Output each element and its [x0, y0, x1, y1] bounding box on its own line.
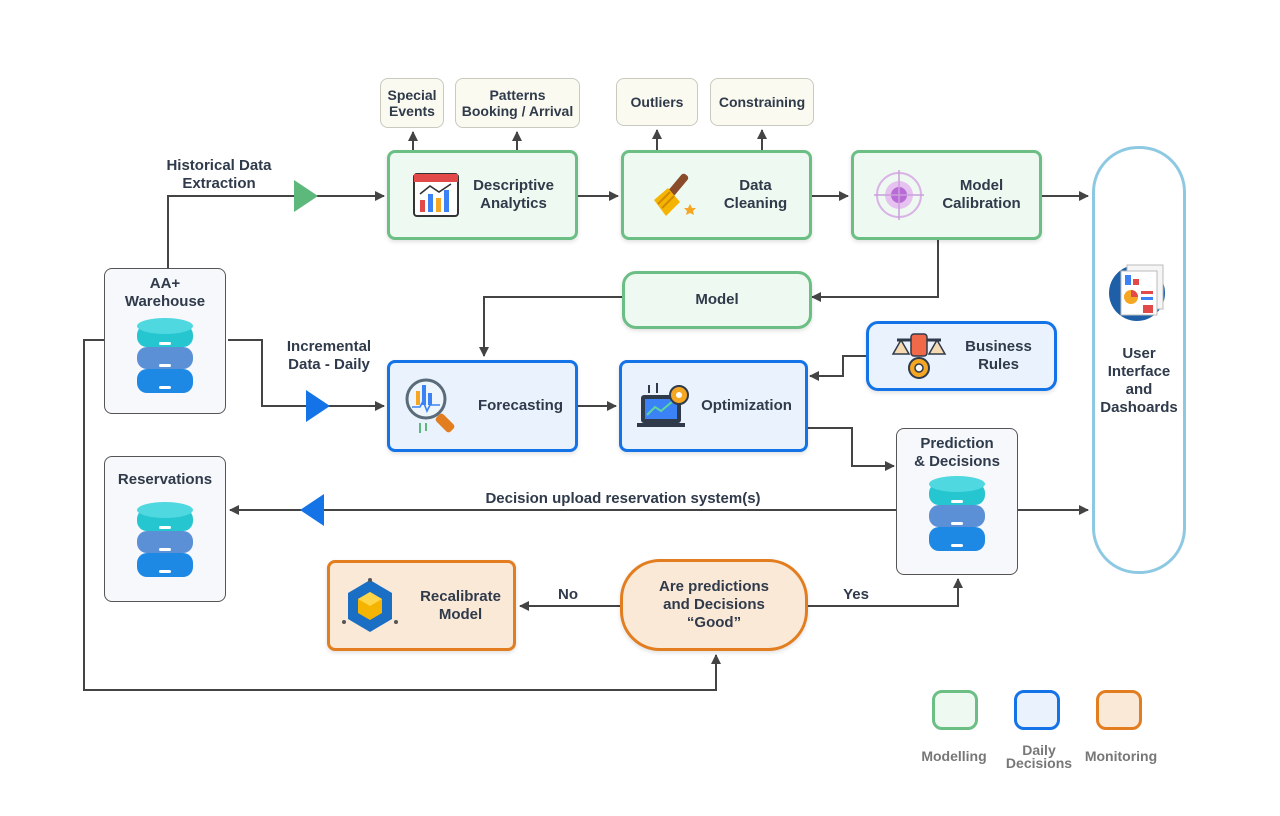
- note-special-events: Special Events: [380, 78, 444, 128]
- note-special-events-label: Special Events: [387, 87, 437, 119]
- warehouse-label: AA+ Warehouse: [124, 275, 206, 310]
- decision-question-box: Are predictions and Decisions “Good”: [620, 559, 808, 651]
- note-outliers-label: Outliers: [630, 94, 684, 110]
- warehouse-store: AA+ Warehouse: [104, 268, 226, 414]
- broom-icon: [653, 173, 696, 216]
- optimization-dashboard-icon: [637, 383, 690, 427]
- optimization-to-prediction: [808, 427, 895, 471]
- recalibrate-model-label: Recalibrate Model: [420, 587, 501, 623]
- database-icon: [929, 476, 985, 551]
- incremental-triangle: [306, 390, 330, 422]
- optimization-box: Optimization: [619, 360, 808, 452]
- data-cleaning-box: Data Cleaning: [621, 150, 812, 240]
- model-calibration-label: Model Calibration: [942, 177, 1021, 212]
- prediction-label: Prediction & Decisions: [914, 435, 1000, 470]
- data-cleaning-label: Data Cleaning: [723, 177, 788, 212]
- business-rules-label: Business Rules: [965, 338, 1032, 373]
- legend-modelling-swatch: [932, 690, 978, 730]
- forecasting-box: Forecasting: [387, 360, 578, 452]
- upload-triangle: [300, 494, 324, 526]
- optimization-label: Optimization: [701, 397, 792, 414]
- model-box: Model: [622, 271, 812, 329]
- dashboard-icon: [1109, 264, 1165, 321]
- forecast-magnifier-icon: [405, 378, 455, 433]
- rules-to-optimization: [809, 355, 866, 381]
- note-patterns-label: Patterns Booking / Arrival: [461, 87, 574, 119]
- yes-label: Yes: [843, 586, 869, 603]
- legend-modelling-label: Modelling: [921, 748, 987, 764]
- legend-daily-swatch: [1014, 690, 1060, 730]
- prediction-store: Prediction & Decisions: [896, 428, 1018, 575]
- ui-dashboard-panel: User Interface and Dashoards: [1092, 146, 1186, 574]
- decision-question-label: Are predictions and Decisions “Good”: [658, 578, 770, 631]
- scales-gear-icon: [891, 333, 947, 379]
- target-icon: [874, 170, 925, 220]
- yes-connector: [808, 578, 963, 607]
- reservations-store: Reservations: [104, 456, 226, 602]
- business-rules-box: Business Rules: [866, 321, 1057, 391]
- cube-icon: [342, 577, 399, 632]
- legend-monitoring-swatch: [1096, 690, 1142, 730]
- ui-dashboard-label: User Interface and Dashoards: [1100, 345, 1178, 416]
- model-to-forecasting: [479, 296, 622, 357]
- feedback-loop: [83, 339, 721, 691]
- descriptive-analytics-box: Descriptive Analytics: [387, 150, 578, 240]
- note-patterns: Patterns Booking / Arrival: [455, 78, 580, 128]
- note-constraining-label: Constraining: [718, 94, 806, 110]
- reservations-label: Reservations: [117, 471, 213, 488]
- no-label: No: [558, 586, 578, 603]
- calibration-to-model: [811, 240, 939, 302]
- analytics-chart-icon: [413, 173, 460, 217]
- forecasting-label: Forecasting: [477, 397, 564, 414]
- incremental-label: Incremental Data - Daily: [286, 338, 372, 373]
- descriptive-analytics-label: Descriptive Analytics: [473, 177, 554, 212]
- database-icon: [137, 502, 193, 577]
- historical-triangle: [294, 180, 318, 212]
- legend-monitoring-label: Monitoring: [1084, 748, 1158, 764]
- database-icon: [137, 318, 193, 393]
- historical-label: Historical Data Extraction: [166, 157, 272, 192]
- model-label: Model: [695, 291, 739, 308]
- note-constraining: Constraining: [710, 78, 814, 126]
- model-calibration-box: Model Calibration: [851, 150, 1042, 240]
- note-outliers: Outliers: [616, 78, 698, 126]
- legend-daily-label: Daily Decisions: [1005, 742, 1073, 771]
- recalibrate-model-box: Recalibrate Model: [327, 560, 516, 651]
- decision-upload-label: Decision upload reservation system(s): [485, 490, 761, 507]
- historical-connector: [167, 191, 385, 268]
